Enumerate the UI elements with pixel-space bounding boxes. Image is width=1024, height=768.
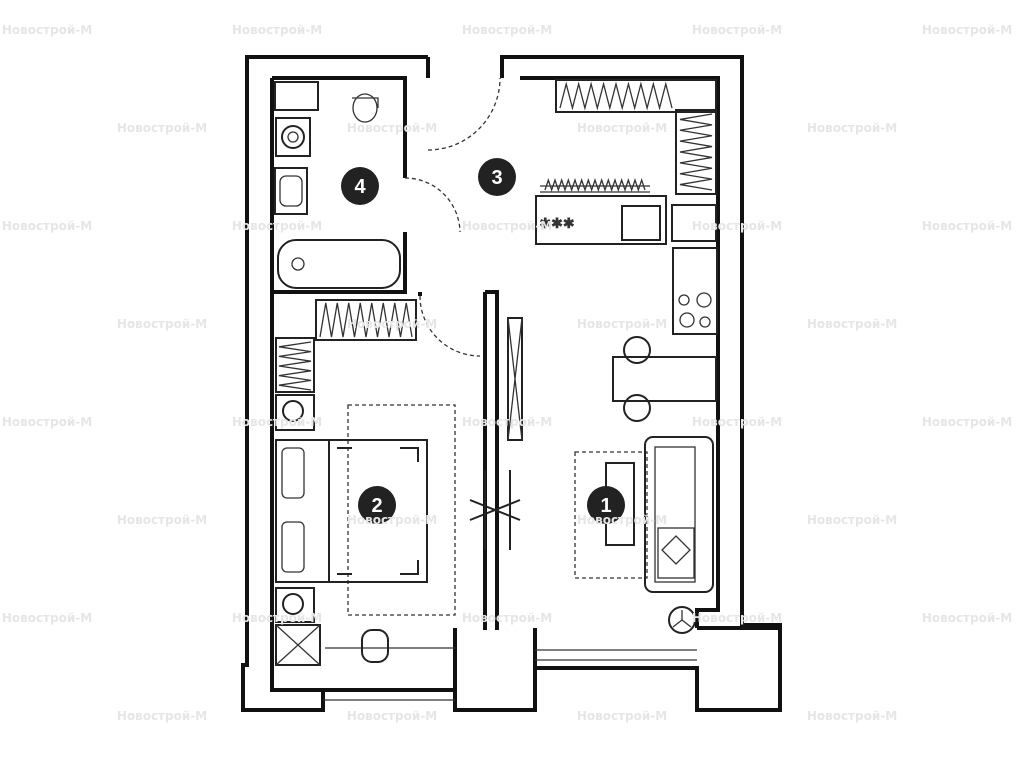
watermark-text: Новострой-М	[232, 219, 322, 233]
watermark-text: Новострой-М	[577, 317, 667, 331]
cushion	[657, 527, 695, 579]
bathroom	[274, 81, 401, 289]
room-number: 2	[371, 495, 382, 517]
hangers	[278, 341, 312, 391]
watermark-text: Новострой-М	[577, 121, 667, 135]
bedroom	[275, 299, 456, 666]
wardrobe	[315, 299, 417, 341]
watermark-text: Новострой-М	[2, 611, 92, 625]
bathtub-icon	[277, 239, 401, 289]
walls	[241, 55, 782, 712]
watermark-text: Новострой-М	[2, 23, 92, 37]
cooktop	[672, 247, 718, 335]
sink-icon	[274, 167, 308, 215]
wardrobe	[555, 79, 717, 113]
watermark-text: Новострой-М	[232, 611, 322, 625]
watermark-text: Новострой-М	[807, 317, 897, 331]
nightstand-lamp-icon	[282, 400, 304, 422]
wardrobe	[275, 337, 315, 393]
watermark-text: Новострой-М	[807, 121, 897, 135]
sliding-door	[469, 317, 523, 550]
watermark-text: Новострой-М	[117, 513, 207, 527]
nightstand-lamp-icon	[282, 593, 304, 615]
watermark-text: Новострой-М	[462, 611, 552, 625]
watermark-text: Новострой-М	[347, 121, 437, 135]
chair-icon	[361, 629, 389, 663]
room-number: 4	[354, 176, 366, 198]
sofa	[644, 436, 714, 593]
hangers	[559, 81, 673, 111]
plant-icon	[668, 606, 696, 634]
kitchen-living: ✱✱✱	[535, 79, 718, 634]
watermark-text: Новострой-М	[692, 219, 782, 233]
watermark-text: Новострой-М	[577, 513, 667, 527]
watermark-text: Новострой-М	[462, 23, 552, 37]
watermark-text: Новострой-М	[347, 317, 437, 331]
room-label-1: 1	[587, 486, 625, 524]
watermark-text: Новострой-М	[577, 709, 667, 723]
dining-table	[612, 356, 717, 402]
watermark-text: Новострой-М	[922, 415, 1012, 429]
kitchen-sink-icon	[621, 205, 661, 241]
doors	[404, 77, 523, 550]
watermark-text: Новострой-М	[462, 415, 552, 429]
washing-machine-icon	[281, 125, 305, 149]
bed	[275, 439, 428, 583]
chair-icon	[623, 336, 651, 364]
watermark-text: Новострой-М	[2, 415, 92, 429]
watermark-text: Новострой-М	[922, 611, 1012, 625]
watermark-text: Новострой-М	[347, 709, 437, 723]
hangers	[679, 113, 713, 191]
room-label-4: 4	[341, 167, 379, 205]
room-number: 3	[491, 167, 502, 189]
watermark-text: Новострой-М	[117, 317, 207, 331]
watermark-text: Новострой-М	[232, 415, 322, 429]
watermarks: Новострой-М Новострой-М Новострой-М Новостр…	[2, 23, 1012, 723]
watermark-text: Новострой-М	[922, 219, 1012, 233]
bathroom-door-swing	[404, 177, 461, 233]
rug	[574, 451, 648, 579]
hangers	[319, 302, 413, 338]
watermark-text: Новострой-М	[807, 513, 897, 527]
cabinet	[274, 81, 319, 111]
storage-box	[275, 624, 321, 666]
pillow	[281, 521, 305, 573]
hangers	[544, 177, 646, 193]
entrance-door-swing	[427, 77, 501, 151]
watermark-text: Новострой-М	[462, 219, 552, 233]
room-number: 1	[600, 495, 611, 517]
kitchen-counter	[535, 195, 667, 245]
watermark-text: Новострой-М	[117, 709, 207, 723]
room-label-3: 3	[478, 158, 516, 196]
rug	[347, 404, 456, 616]
toilet-icon	[352, 93, 379, 123]
watermark-text: Новострой-М	[807, 709, 897, 723]
watermark-text: Новострой-М	[347, 513, 437, 527]
watermark-text: Новострой-М	[117, 121, 207, 135]
pillow	[281, 447, 305, 499]
burners-icon: ✱✱✱	[539, 215, 574, 231]
room-label-2: 2	[358, 486, 396, 524]
watermark-text: Новострой-М	[692, 611, 782, 625]
watermark-text: Новострой-М	[922, 23, 1012, 37]
watermark-text: Новострой-М	[692, 415, 782, 429]
watermark-text: Новострой-М	[2, 219, 92, 233]
watermark-text: Новострой-М	[692, 23, 782, 37]
chair-icon	[623, 394, 651, 422]
fridge	[671, 204, 717, 242]
watermark-text: Новострой-М	[232, 23, 322, 37]
